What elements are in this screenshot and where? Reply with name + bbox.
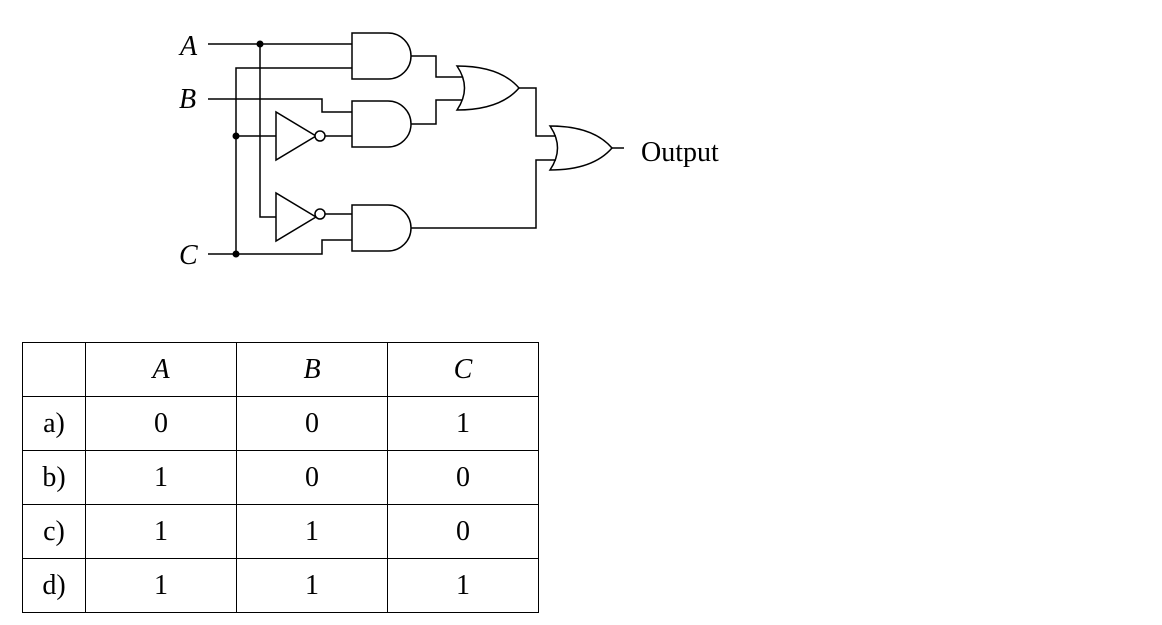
row-label: c) (22, 504, 86, 559)
and-gate-3 (351, 204, 412, 252)
input-label-c: C (179, 240, 198, 271)
table-cell: 0 (387, 504, 539, 559)
table-cell: 0 (85, 396, 237, 451)
input-label-a: A (178, 31, 198, 62)
table-row: d) 1 1 1 (22, 558, 539, 613)
table-cell: 0 (236, 396, 388, 451)
column-header-a: A (85, 342, 237, 397)
table-cell: 1 (236, 504, 388, 559)
or-gate-2 (548, 125, 624, 171)
and-gate-2 (351, 100, 412, 148)
logic-circuit-diagram: A B C (178, 31, 719, 271)
wire-input-a (208, 40, 352, 218)
table-cell: 1 (85, 450, 237, 505)
or-gate-1 (455, 65, 520, 111)
table-cell: 1 (387, 558, 539, 613)
table-cell: 1 (85, 558, 237, 613)
table-cell: 0 (387, 450, 539, 505)
and-gate-1 (351, 32, 412, 80)
table-cell: 1 (236, 558, 388, 613)
not-gate-2 (275, 191, 352, 243)
table-header-row: A B C (22, 342, 539, 397)
table-cell: 1 (85, 504, 237, 559)
table-cell: 1 (387, 396, 539, 451)
table-row: a) 0 0 1 (22, 396, 539, 451)
column-header-c: C (387, 342, 539, 397)
row-label: a) (22, 396, 86, 451)
table-row: c) 1 1 0 (22, 504, 539, 559)
wire-input-b (208, 98, 352, 113)
wire-to-or2 (411, 87, 556, 229)
table-cell: 0 (236, 450, 388, 505)
table-corner-cell (22, 342, 86, 397)
truth-table: A B C a) 0 0 1 b) 1 0 0 c) 1 1 0 d) 1 1 … (22, 342, 539, 613)
row-label: d) (22, 558, 86, 613)
table-row: b) 1 0 0 (22, 450, 539, 505)
wire-and-to-or1 (411, 55, 462, 125)
output-label: Output (641, 137, 719, 168)
not-gate-1 (275, 110, 352, 162)
row-label: b) (22, 450, 86, 505)
wire-input-c (208, 67, 352, 258)
input-label-b: B (179, 84, 196, 115)
column-header-b: B (236, 342, 388, 397)
